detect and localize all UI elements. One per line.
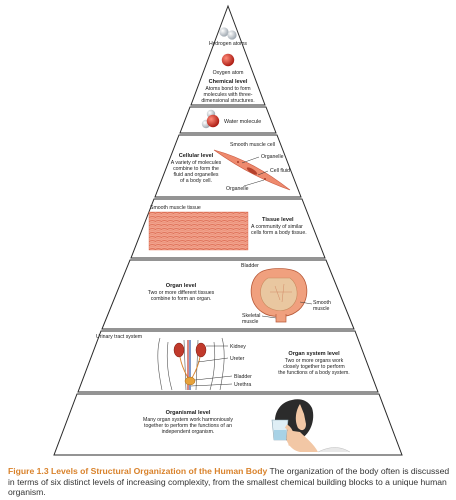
figure-label: Figure 1.3 Levels of Structural Organiza…	[8, 466, 268, 476]
water-molecule-label: Water molecule	[224, 119, 261, 125]
oxygen-atom-label: Oxygen atom	[213, 70, 244, 76]
organ-level-title: Organ level	[166, 283, 197, 289]
organelle-top-pointer	[241, 156, 260, 164]
organ-system-level-desc-2: closely together to perform	[283, 364, 344, 370]
bladder-pointer	[194, 375, 233, 381]
chemical-level-desc-3: dimensional structures.	[201, 98, 254, 104]
smooth-muscle-pointer	[299, 301, 313, 305]
chemical-level-desc-1: Atoms bond to form	[205, 86, 250, 92]
skeletal-muscle-pointer	[261, 315, 277, 319]
organ-bladder-label: Bladder	[241, 263, 259, 269]
organismal-level-desc-1: Many organ system work harmoniously	[143, 417, 233, 423]
organ-system-level-title: Organ system level	[288, 351, 340, 357]
smooth-muscle-tissue-image	[148, 211, 249, 251]
skeletal-muscle-label-1: Skeletal	[242, 313, 260, 319]
smooth-muscle-cell-image	[213, 149, 291, 191]
chemical-level-title: Chemical level	[209, 79, 248, 85]
cellular-level-desc-3: fluid and organelles	[174, 172, 219, 178]
pyramid-tiers	[53, 4, 403, 456]
organ-system-level-desc-1: Two or more organs work	[285, 358, 344, 364]
oxygen-atom-image	[221, 53, 235, 67]
tissue-level-title: Tissue level	[262, 217, 294, 223]
bladder-organ-image	[250, 268, 308, 323]
caption-text: The organization of the body often is di…	[8, 466, 450, 498]
chemical-level-desc-2: molecules with three-	[203, 92, 252, 98]
organelle-top-label: Organelle	[261, 154, 284, 160]
urinary-bladder-image	[184, 376, 196, 386]
tissue-level-desc-1: A community of similar	[251, 224, 303, 230]
tier-cellular	[154, 134, 302, 198]
urethra-pointer	[190, 383, 233, 387]
cellular-level-desc-1: A variety of molecules	[171, 160, 222, 166]
woman-drinking-water-image	[271, 399, 351, 453]
cellular-level-title: Cellular level	[179, 153, 214, 159]
cellular-level-desc-4: of a body cell.	[180, 178, 212, 184]
hydrogen-atoms-image	[219, 27, 237, 40]
organ-level-desc-2: combine to form an organ.	[151, 296, 212, 302]
smooth-muscle-tissue-label: Smooth muscle tissue	[150, 205, 201, 211]
organelle-bottom-label: Organelle	[226, 186, 249, 192]
tier-organ-system	[77, 330, 379, 393]
urethra-label: Urethra	[234, 382, 251, 388]
organismal-level-desc-2: together to perform the functions of an	[144, 423, 232, 429]
organ-system-level-desc-3: the functions of a body system.	[278, 370, 350, 376]
smooth-muscle-cell-label: Smooth muscle cell	[230, 142, 275, 148]
ureters-image	[179, 356, 201, 379]
organ-level-desc-1: Two or more different tissues	[148, 290, 215, 296]
organismal-level-title: Organismal level	[166, 410, 211, 416]
tier-organ	[101, 259, 355, 330]
ureter-pointer	[197, 357, 229, 363]
cell-fluid-label: Cell fluid	[270, 168, 290, 174]
smooth-muscle-label-2: muscle	[313, 306, 330, 312]
hydrogen-atoms-label: Hydrogen atoms	[209, 41, 247, 47]
kidney-label: Kidney	[230, 344, 246, 350]
water-molecule-image	[201, 109, 220, 129]
ureter-label: Ureter	[230, 356, 245, 362]
tissue-level-desc-2: cells form a body tissue.	[251, 230, 307, 236]
urinary-tract-system-label: Urinary tract system	[96, 334, 142, 340]
tier-organismal	[53, 393, 403, 456]
organismal-level-desc-3: independent organism.	[162, 429, 215, 435]
organ-system-bladder-label: Bladder	[234, 374, 252, 380]
figure-caption: Figure 1.3 Levels of Structural Organiza…	[8, 466, 450, 498]
smooth-muscle-label-1: Smooth	[313, 300, 331, 306]
skeletal-muscle-label-2: muscle	[242, 319, 259, 325]
organelle-bottom-pointer	[243, 179, 265, 187]
cellular-level-desc-2: combine to form the	[173, 166, 219, 172]
cell-fluid-pointer	[257, 170, 269, 176]
